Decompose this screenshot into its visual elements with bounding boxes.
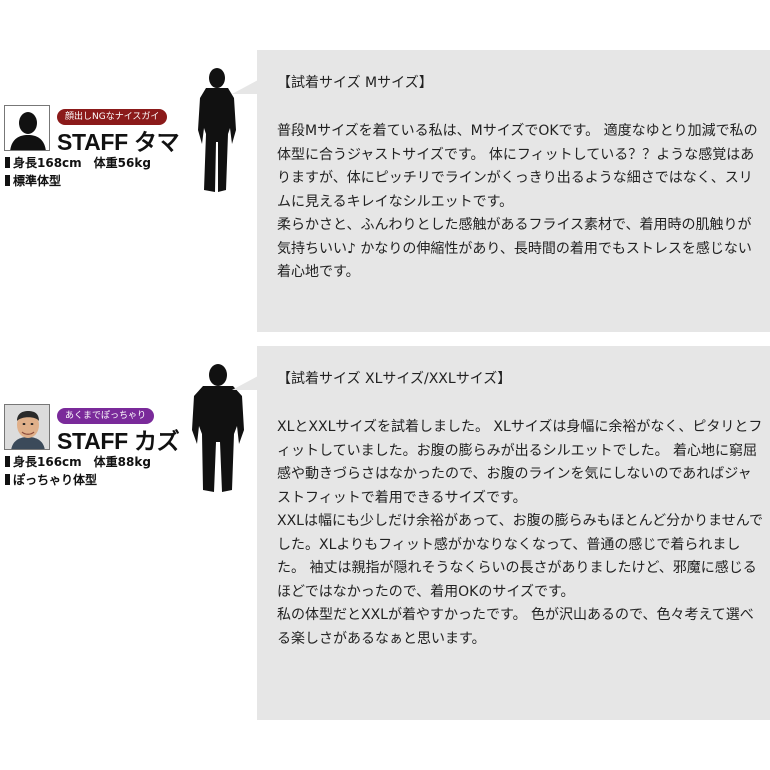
body-type: 標準体型 xyxy=(5,173,61,189)
height-weight: 身長168cm 体重56kg xyxy=(5,155,151,171)
staff-review-tama: 顔出しNGなナイスガイ STAFF タマ 身長168cm 体重56kg 標準体型… xyxy=(0,50,770,332)
review-text: 普段Mサイズを着ている私は、MサイズでOKです。 適度なゆとり加減で私の体型に合… xyxy=(277,120,765,285)
staff-profile: 顔出しNGなナイスガイ STAFF タマ 身長168cm 体重56kg 標準体型 xyxy=(2,105,192,205)
staff-name: STAFF タマ xyxy=(57,129,180,155)
bubble-tail xyxy=(232,80,258,94)
review-paragraph: 普段Mサイズを着ている私は、MサイズでOKです。 適度なゆとり加減で私の体型に合… xyxy=(277,123,758,210)
staff-profile: あくまでぽっちゃり STAFF カズ 身長166cm 体重88kg ぽっちゃり体… xyxy=(2,404,192,504)
review-paragraph: 柔らかさと、ふんわりとした感触があるフライス素材で、着用時の肌触りが気持ちいい♪… xyxy=(277,217,752,280)
bubble-tail xyxy=(232,376,258,390)
staff-name: STAFF カズ xyxy=(57,428,180,454)
review-bubble: 【試着サイズ XLサイズ/XXLサイズ】 XLとXXLサイズを試着しました。 X… xyxy=(257,346,770,720)
staff-review-kazu: あくまでぽっちゃり STAFF カズ 身長166cm 体重88kg ぽっちゃり体… xyxy=(0,346,770,720)
fitting-size-title: 【試着サイズ Mサイズ】 xyxy=(277,75,433,91)
staff-tag: あくまでぽっちゃり xyxy=(57,408,155,424)
silhouette-avatar-icon xyxy=(4,105,50,151)
body-type: ぽっちゃり体型 xyxy=(5,472,97,488)
staff-face-photo-icon xyxy=(4,404,50,450)
review-text: XLとXXLサイズを試着しました。 XLサイズは身幅に余裕がなく、ピタリとフィッ… xyxy=(277,416,765,651)
review-paragraph: 私の体型だとXXLが着やすかったです。 色が沢山あるので、色々考えて選べる楽しさ… xyxy=(277,607,754,647)
review-bubble: 【試着サイズ Mサイズ】 普段Mサイズを着ている私は、MサイズでOKです。 適度… xyxy=(257,50,770,332)
height-weight: 身長166cm 体重88kg xyxy=(5,454,151,470)
stout-man-silhouette-icon xyxy=(186,364,250,494)
fitting-size-title: 【試着サイズ XLサイズ/XXLサイズ】 xyxy=(277,371,512,387)
staff-tag: 顔出しNGなナイスガイ xyxy=(57,109,168,125)
review-paragraph: XXLは幅にも少しだけ余裕があって、お腹の膨らみもほとんど分かりませんでした。X… xyxy=(277,513,764,600)
review-paragraph: XLとXXLサイズを試着しました。 XLサイズは身幅に余裕がなく、ピタリとフィッ… xyxy=(277,419,763,506)
standing-man-silhouette-icon xyxy=(188,68,246,194)
